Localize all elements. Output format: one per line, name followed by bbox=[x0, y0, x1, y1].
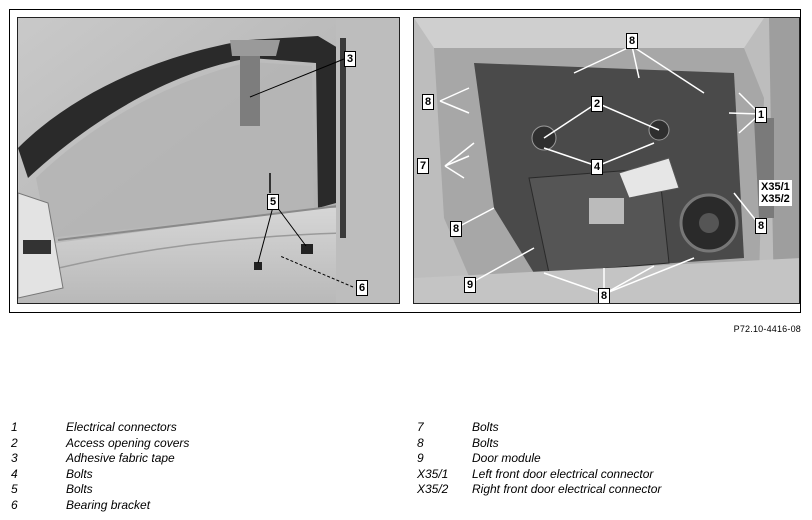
legend-key: 6 bbox=[11, 497, 18, 512]
callout-2: 2 bbox=[591, 96, 604, 112]
callout-5: 5 bbox=[267, 194, 280, 210]
legend-row: X35/1 Left front door electrical connecto… bbox=[417, 467, 797, 483]
legend-desc: Right front door electrical connector bbox=[472, 482, 662, 497]
callout-8-left-lower: 8 bbox=[450, 221, 463, 237]
legend-row: 9 Door module bbox=[417, 451, 797, 467]
legend-left: 1 Electrical connectors 2 Access opening c… bbox=[11, 420, 391, 514]
callout-6: 6 bbox=[356, 280, 369, 296]
right-photo-panel: 8 8 2 1 7 4 X35/1 X35/2 8 8 9 8 bbox=[413, 17, 800, 304]
callout-8-right: 8 bbox=[755, 218, 768, 234]
callout-4: 4 bbox=[591, 159, 604, 175]
legend-row: 1 Electrical connectors bbox=[11, 420, 391, 436]
legend-key: 4 bbox=[11, 466, 18, 481]
legend-desc: Bearing bracket bbox=[66, 497, 151, 512]
legend-key: 9 bbox=[417, 451, 424, 466]
callout-8-top: 8 bbox=[626, 33, 639, 49]
callout-9: 9 bbox=[464, 277, 477, 293]
legend-desc: Left front door electrical connector bbox=[472, 466, 654, 481]
legend-key: X35/2 bbox=[417, 482, 449, 497]
callout-x35-1: X35/1 bbox=[759, 180, 792, 194]
legend-key: 5 bbox=[11, 482, 18, 497]
callout-8-bottom: 8 bbox=[598, 288, 611, 303]
legend-key: 2 bbox=[11, 435, 18, 450]
legend-desc: Bolts bbox=[472, 420, 499, 434]
left-photo-panel: 3 5 6 bbox=[17, 17, 400, 304]
legend-desc: Bolts bbox=[472, 435, 499, 450]
legend-row: 7 Bolts bbox=[417, 420, 797, 436]
legend-key: 8 bbox=[417, 435, 424, 450]
legend-row: 3 Adhesive fabric tape bbox=[11, 451, 391, 467]
legend-row: 5 Bolts bbox=[11, 482, 391, 498]
legend-desc: Electrical connectors bbox=[66, 420, 177, 434]
callout-1: 1 bbox=[755, 107, 768, 123]
legend-desc: Door module bbox=[472, 451, 541, 466]
legend-row: 2 Access opening covers bbox=[11, 436, 391, 452]
legend-key: 3 bbox=[11, 451, 18, 466]
callout-x35-2: X35/2 bbox=[759, 192, 792, 206]
callout-3: 3 bbox=[344, 51, 357, 67]
legend-key: 7 bbox=[417, 420, 424, 434]
callout-8-left-upper: 8 bbox=[422, 94, 435, 110]
legend-key: X35/1 bbox=[417, 466, 449, 481]
legend-desc: Adhesive fabric tape bbox=[66, 451, 175, 466]
door-interior-illustration bbox=[414, 18, 799, 303]
legend-desc: Access opening covers bbox=[66, 435, 190, 450]
figure-id: P72.10-4416-08 bbox=[733, 324, 801, 334]
legend-row: 4 Bolts bbox=[11, 467, 391, 483]
legend-row: X35/2 Right front door electrical connect… bbox=[417, 482, 797, 498]
legend-desc: Bolts bbox=[66, 482, 93, 497]
callout-7: 7 bbox=[417, 158, 430, 174]
door-exterior-illustration bbox=[18, 18, 399, 303]
legend-row: 6 Bearing bracket bbox=[11, 498, 391, 514]
legend-key: 1 bbox=[11, 420, 18, 434]
legend-row: 8 Bolts bbox=[417, 436, 797, 452]
legend-desc: Bolts bbox=[66, 466, 93, 481]
